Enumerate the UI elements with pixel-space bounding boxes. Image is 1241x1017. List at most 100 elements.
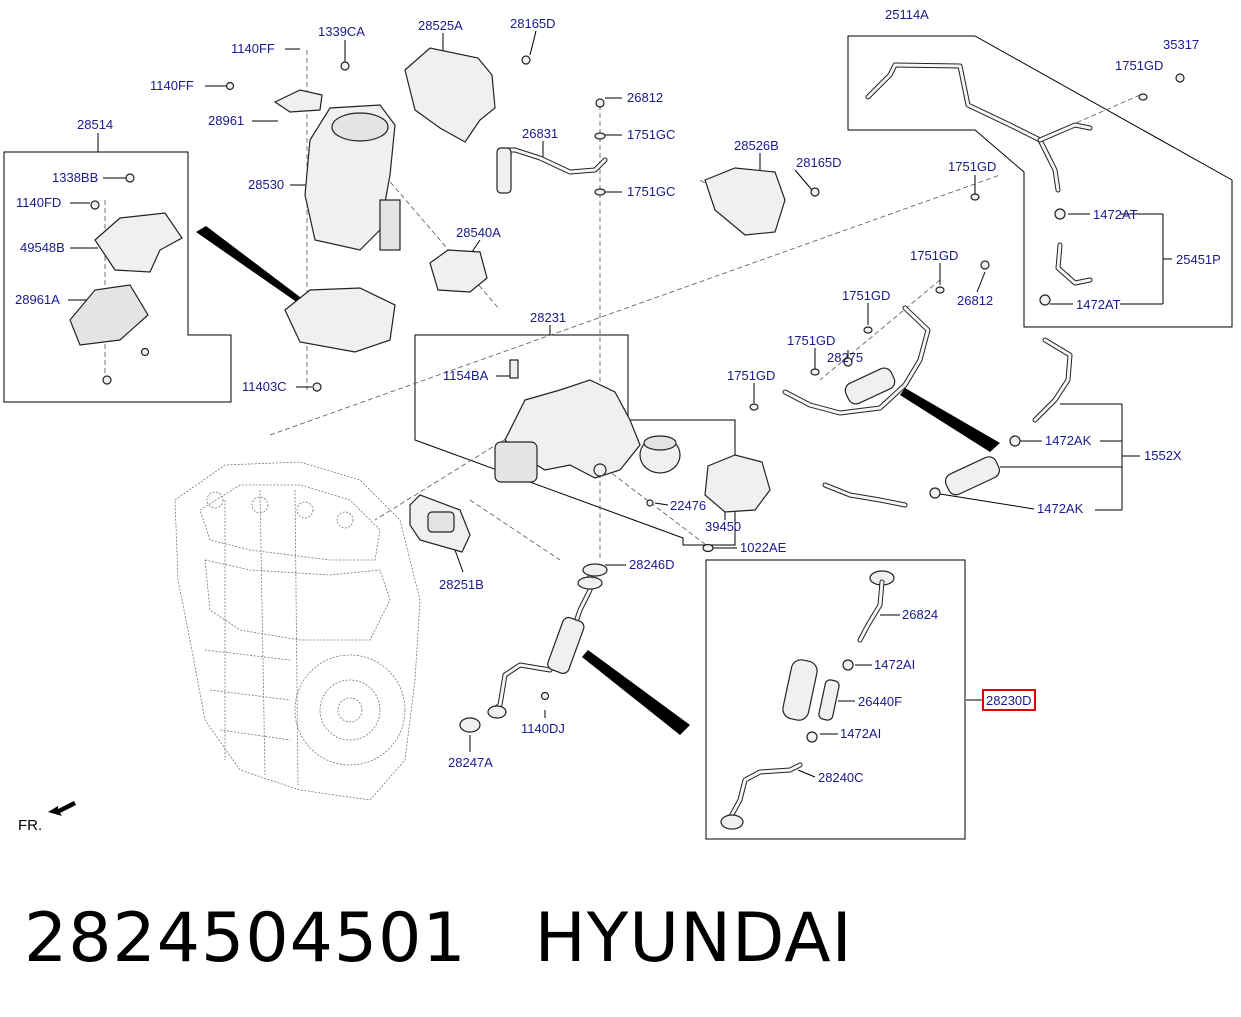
bolt-1140FD (90, 200, 100, 210)
wedge-arrow-left (196, 226, 300, 303)
part-label[interactable]: 26812 (627, 90, 663, 105)
part-label[interactable]: 28514 (77, 117, 113, 132)
protector-49548B (94, 212, 183, 273)
hose-sleeve-b (944, 456, 1000, 496)
washer-1751GC-b (594, 188, 606, 196)
part-label[interactable]: 26824 (902, 607, 938, 622)
part-label[interactable]: 1472AT (1093, 207, 1138, 222)
hose-sleeve-c (782, 659, 818, 721)
bracket-28961 (273, 89, 323, 113)
heat-protector-28525A (404, 47, 496, 143)
part-label[interactable]: 1751GD (842, 288, 890, 303)
part-label[interactable]: 25451P (1176, 252, 1221, 267)
part-label[interactable]: 1751GD (727, 368, 775, 383)
part-label[interactable]: 49548B (20, 240, 65, 255)
part-label[interactable]: 28230D (986, 693, 1032, 708)
leader-lines (68, 30, 1172, 778)
heat-protector-lower (284, 287, 396, 353)
sensor-body (496, 147, 512, 194)
part-label[interactable]: 28246D (629, 557, 675, 572)
part-label[interactable]: 28247A (448, 755, 493, 770)
gasket-28247A (459, 717, 481, 733)
part-label[interactable]: 26831 (522, 126, 558, 141)
part-label[interactable]: 1472AI (840, 726, 881, 741)
washer-1751GC-a (594, 132, 606, 140)
part-label[interactable]: 28275 (827, 350, 863, 365)
part-label[interactable]: 28961 (208, 113, 244, 128)
turbo-outlet (593, 463, 607, 477)
part-label[interactable]: 1154BA (443, 368, 489, 383)
hose-26440F (818, 679, 840, 721)
brand-name: HYUNDAI (534, 898, 853, 978)
converter-flange (331, 112, 389, 142)
part-label[interactable]: 1140DJ (521, 721, 565, 736)
front-direction-arrow-icon (48, 801, 76, 816)
clamp-1472AT-a (1054, 208, 1066, 220)
part-label[interactable]: 28240C (818, 770, 864, 785)
bolt-35317 (1175, 73, 1185, 83)
part-label[interactable]: 28961A (15, 292, 60, 307)
wedge-arrow-bottom (582, 650, 690, 735)
washer-1751GD-c (863, 326, 873, 334)
group-frames (3, 35, 1233, 840)
clip-22476 (646, 499, 654, 507)
converter-outlet (379, 199, 401, 251)
part-label[interactable]: 26440F (858, 694, 902, 709)
bolt-small-1 (140, 347, 150, 357)
part-label[interactable]: 39450 (705, 519, 741, 534)
part-label[interactable]: 1552X (1144, 448, 1182, 463)
washer-1751GD-b (970, 193, 980, 201)
part-label[interactable]: 1472AK (1037, 501, 1084, 516)
part-label[interactable]: 1022AE (740, 540, 787, 555)
part-label[interactable]: 25114A (885, 7, 929, 22)
part-label[interactable]: 1751GD (1115, 58, 1163, 73)
oil-feed-pipe-25114A (865, 62, 1185, 306)
part-label[interactable]: 1472AK (1045, 433, 1092, 448)
part-labels: 1140FF 1339CA 28525A 28165D 25114A 35317… (15, 7, 1221, 785)
part-label[interactable]: 28540A (456, 225, 501, 240)
turbo-flange (494, 441, 538, 483)
part-label[interactable]: 11403C (242, 379, 287, 394)
part-label[interactable]: 26812 (957, 293, 993, 308)
turbocharger-28231 (494, 359, 771, 553)
oxygen-sensor-26831 (496, 98, 608, 196)
washer-1751GD-a (1138, 93, 1148, 101)
bolt-28165D (521, 55, 531, 65)
return-pipe-sleeve (547, 616, 585, 674)
frame-25114A (847, 35, 1233, 328)
part-label[interactable]: 22476 (670, 498, 706, 513)
clamp-1472AK-b (929, 487, 941, 499)
wedge-arrow-right (900, 388, 1000, 452)
shield-28526B (704, 167, 786, 236)
part-label[interactable]: 1140FD (16, 195, 61, 210)
part-label[interactable]: 28165D (510, 16, 556, 31)
part-label[interactable]: 1338BB (52, 170, 98, 185)
bolt-26812 (595, 98, 605, 108)
actuator-39450 (704, 454, 771, 513)
part-label[interactable]: 1751GC (627, 184, 675, 199)
part-label[interactable]: 1472AI (874, 657, 915, 672)
part-label[interactable]: 1472AT (1076, 297, 1121, 312)
part-label[interactable]: 28525A (418, 18, 463, 33)
part-label[interactable]: 28165D (796, 155, 842, 170)
clamp-1472AI-b (806, 731, 818, 743)
washer-1751GD-e (810, 368, 820, 376)
bolt-26812-b (980, 260, 990, 270)
part-label[interactable]: 28526B (734, 138, 779, 153)
part-label[interactable]: 1751GD (948, 159, 996, 174)
hose-sleeve-a (844, 367, 896, 405)
part-label[interactable]: 1140FF (150, 78, 194, 93)
part-label[interactable]: 1339CA (318, 24, 365, 39)
frame-28230D (705, 559, 966, 840)
part-label[interactable]: 1751GD (910, 248, 958, 263)
part-label[interactable]: 1751GD (787, 333, 835, 348)
part-label[interactable]: 28530 (248, 177, 284, 192)
part-label[interactable]: 35317 (1163, 37, 1199, 52)
part-label[interactable]: 1140FF (231, 41, 275, 56)
part-label[interactable]: 28251B (439, 577, 484, 592)
clamp-1472AK-a (1009, 435, 1021, 447)
part-label[interactable]: 28231 (530, 310, 566, 325)
gasket-hole (427, 511, 455, 533)
part-label[interactable]: 1751GC (627, 127, 675, 142)
bolt-11403C (312, 382, 322, 392)
